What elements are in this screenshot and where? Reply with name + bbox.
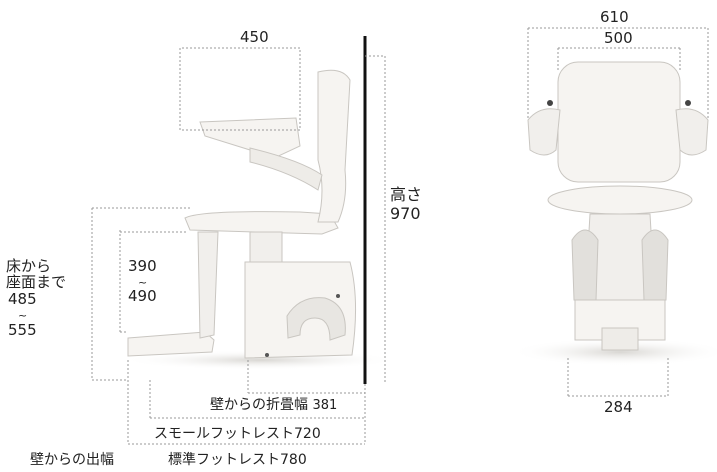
- std-footrest-text: 標準フットレスト: [168, 452, 280, 468]
- front-dimension-guides: [527, 27, 709, 397]
- floor-to-seat-sep: ~: [18, 309, 28, 322]
- std-footrest-value: 780: [280, 452, 307, 468]
- right-pivot: [685, 100, 691, 106]
- floor-to-seat-value1: 485: [8, 290, 37, 308]
- front-base-width: 284: [604, 398, 633, 416]
- small-footrest-value: 720: [294, 426, 321, 442]
- armrest: [199, 117, 301, 161]
- floor-to-seat-line2: 座面まで: [6, 273, 67, 291]
- wall-projection-label: 壁からの出幅: [30, 452, 114, 468]
- backrest: [317, 69, 351, 223]
- front-floor-shadow: [510, 338, 717, 366]
- small-footrest-text: スモールフットレスト: [154, 426, 294, 442]
- front-foot-plate: [601, 327, 639, 351]
- footrest: [127, 331, 215, 357]
- seat: [184, 211, 339, 235]
- seat-range-bottom: 490: [128, 287, 157, 305]
- front-view-chair: [510, 61, 717, 366]
- front-backrest: [557, 61, 681, 183]
- armrest-support: [249, 147, 323, 191]
- side-dimension-guides: [91, 47, 386, 445]
- top-width-label: 450: [240, 28, 269, 46]
- floor-to-seat-value2: 555: [8, 321, 37, 339]
- front-seat-width: 500: [604, 29, 633, 47]
- floor-to-seat-line1: 床から: [6, 257, 52, 275]
- small-footrest-label: スモールフットレスト720: [154, 426, 321, 443]
- front-right-track-cover: [641, 229, 669, 301]
- std-footrest-label: 標準フットレスト780: [168, 452, 307, 469]
- folded-width-value: 381: [312, 398, 338, 413]
- folded-width-text: 壁からの折畳幅: [210, 397, 308, 413]
- front-overall-width: 610: [600, 8, 629, 26]
- front-seat: [547, 185, 693, 215]
- seat-range-top: 390: [128, 257, 157, 275]
- left-pivot: [547, 100, 553, 106]
- folded-width-label: 壁からの折畳幅 381: [210, 397, 337, 414]
- carriage-screw: [336, 294, 340, 298]
- front-left-armrest: [527, 108, 561, 156]
- side-view-chair: [120, 69, 400, 370]
- front-right-armrest: [675, 108, 709, 156]
- seat-range-sep: ~: [138, 276, 148, 289]
- footrest-strut: [197, 231, 219, 339]
- carriage-screw-2: [265, 353, 269, 357]
- height-value: 970: [390, 204, 421, 223]
- front-left-track-cover: [571, 229, 599, 301]
- height-label: 高さ: [390, 185, 423, 204]
- drive-wheel-cover: [286, 297, 346, 341]
